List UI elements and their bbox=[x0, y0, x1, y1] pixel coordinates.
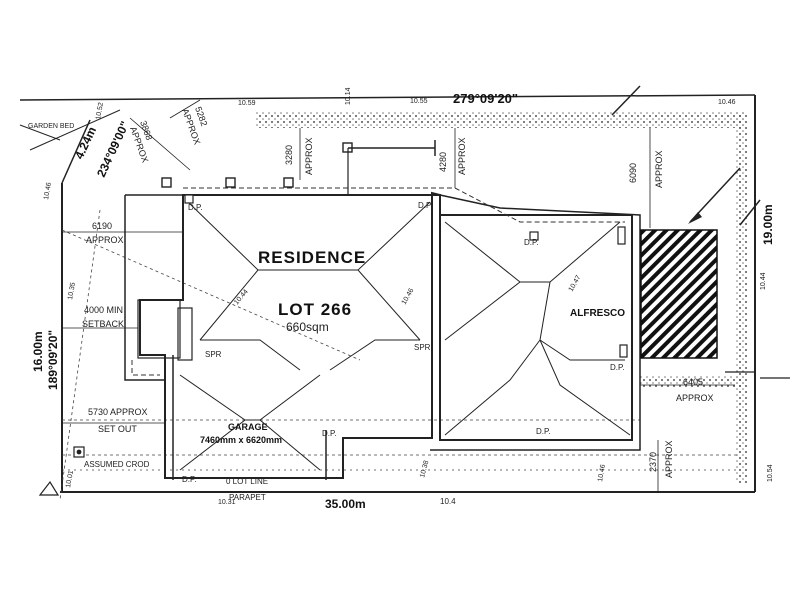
dp-label: D.P. bbox=[536, 427, 551, 436]
dimension-label: APPROX bbox=[304, 137, 314, 175]
spot-level: 10.52 bbox=[95, 102, 105, 121]
dp-label: D.P. bbox=[188, 203, 203, 212]
spot-level: 10.35 bbox=[67, 282, 77, 301]
dimension-label: APPROX bbox=[676, 393, 714, 403]
spot-level: 10.46 bbox=[718, 99, 736, 106]
spot-level: 10.46 bbox=[597, 464, 607, 483]
garage-label: GARAGE bbox=[228, 422, 268, 432]
spot-level: 10.4 bbox=[440, 497, 456, 506]
dimension-label: 6190 bbox=[92, 221, 112, 231]
dimension-label: APPROX bbox=[457, 137, 467, 175]
bottom-length-label: 35.00m bbox=[325, 497, 366, 511]
dp-label: D.P. bbox=[524, 238, 539, 247]
spot-level: 10.01 bbox=[65, 470, 75, 489]
dp-label: D.P. bbox=[322, 429, 337, 438]
roof-lines bbox=[179, 201, 631, 471]
spr-label: SPR bbox=[414, 343, 431, 352]
dimension-label: SETBACK bbox=[82, 319, 124, 329]
right-length-label: 19.00m bbox=[761, 204, 775, 245]
lot-number-label: LOT 266 bbox=[278, 300, 352, 319]
dimension-label: 4000 MIN bbox=[84, 305, 123, 315]
dimension-label: APPROX bbox=[664, 440, 674, 478]
service-lines bbox=[59, 209, 740, 501]
spot-level: 10.44 bbox=[233, 288, 250, 306]
spot-level: 10.59 bbox=[238, 100, 256, 107]
dimension-label: APPROX bbox=[86, 235, 124, 245]
eave-line bbox=[131, 187, 625, 376]
parapet-label: PARAPET bbox=[229, 493, 266, 502]
alfresco-label: ALFRESCO bbox=[570, 308, 625, 319]
dimension-lines bbox=[62, 99, 735, 492]
left-bearing-label: 189°09'20" bbox=[46, 330, 60, 390]
pit-markers bbox=[73, 142, 628, 458]
spot-level: 10.55 bbox=[410, 98, 428, 105]
garden-bed-label: GARDEN BED bbox=[28, 123, 74, 130]
assumed-crod-label: ASSUMED CROD bbox=[84, 460, 150, 469]
spot-level: 10.31 bbox=[218, 499, 236, 506]
lot-boundary bbox=[19, 94, 756, 493]
dimension-label: 3280 bbox=[284, 145, 294, 165]
zero-lot-line-label: 0 LOT LINE bbox=[226, 477, 268, 486]
spot-level: 10.44 bbox=[760, 272, 767, 290]
dimension-label: 6405 bbox=[683, 377, 703, 387]
dimension-label: 6090 bbox=[628, 163, 638, 183]
pointer-arrows bbox=[611, 85, 790, 379]
dp-label: D.P. bbox=[418, 201, 433, 210]
dimension-label: SET OUT bbox=[98, 424, 137, 434]
dp-label: D.P. bbox=[610, 363, 625, 372]
top-bearing-label: 279°09'20" bbox=[453, 91, 518, 106]
dp-label: D.P. bbox=[182, 475, 197, 484]
garage-size-label: 7460mm x 6620mm bbox=[200, 435, 282, 445]
clothes-line bbox=[347, 140, 436, 195]
spot-level: 10.38 bbox=[419, 460, 430, 479]
spr-label: SPR bbox=[205, 350, 222, 359]
residence-outline bbox=[124, 191, 641, 480]
dimension-label: APPROX bbox=[654, 150, 664, 188]
dimension-label: 2370 bbox=[648, 452, 658, 472]
spot-level: 10.14 bbox=[345, 87, 352, 105]
left-length-label: 16.00m bbox=[31, 331, 45, 372]
residence-label: RESIDENCE bbox=[258, 248, 366, 267]
hatched-pad bbox=[640, 229, 718, 359]
spot-level: 10.47 bbox=[568, 274, 583, 293]
survey-mark-icon bbox=[38, 480, 60, 496]
corner-bearing-label: 234°09'00" bbox=[94, 119, 132, 179]
dimension-label: 4280 bbox=[438, 152, 448, 172]
dimension-label: 5730 APPROX bbox=[88, 407, 148, 417]
spot-level: 10.46 bbox=[401, 287, 416, 306]
spot-level: 10.46 bbox=[43, 182, 53, 201]
spot-level: 10.54 bbox=[767, 464, 774, 482]
garden-bed-border bbox=[255, 112, 747, 484]
lot-area-label: 660sqm bbox=[286, 320, 329, 334]
